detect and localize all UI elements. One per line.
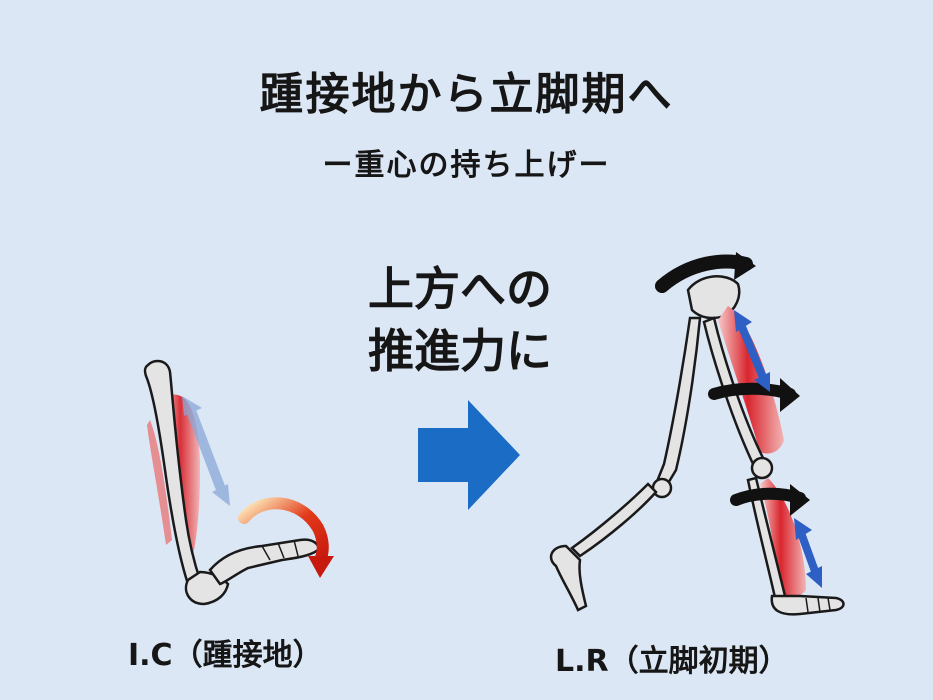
shank-rotation-arrow-icon: [730, 484, 810, 516]
progress-arrow-icon: [418, 400, 520, 510]
center-caption-line1: 上方への: [368, 262, 552, 316]
right-leg-illustration: [549, 252, 845, 616]
pelvis-bone: [686, 275, 741, 320]
left-rotation-arrow-icon: [238, 497, 334, 578]
back-foot-bones: [549, 544, 588, 612]
front-calf-muscle: [760, 478, 806, 599]
left-stretch-arrow-icon: [182, 396, 230, 506]
slide-subtitle: ー重心の持ち上げー: [322, 148, 611, 183]
left-leg-illustration: [143, 359, 334, 606]
center-caption-line2: 推進力に: [368, 324, 552, 378]
thigh-rotation-arrow-icon: [708, 378, 800, 412]
ic-label: I.C（踵接地）: [128, 638, 323, 673]
thigh-stretch-arrow-icon: [734, 310, 770, 392]
left-foot-bones: [208, 538, 320, 586]
lr-label: L.R（立脚初期）: [555, 644, 789, 679]
front-thigh-muscle: [718, 306, 784, 454]
left-shin-muscle: [147, 420, 172, 545]
back-femur-bone: [654, 316, 702, 492]
back-tibia-bone: [570, 482, 658, 558]
center-caption: 上方への 推進力に: [350, 258, 570, 382]
slide-title: 踵接地から立脚期へ: [259, 69, 674, 120]
shank-stretch-arrow-icon: [794, 518, 822, 588]
